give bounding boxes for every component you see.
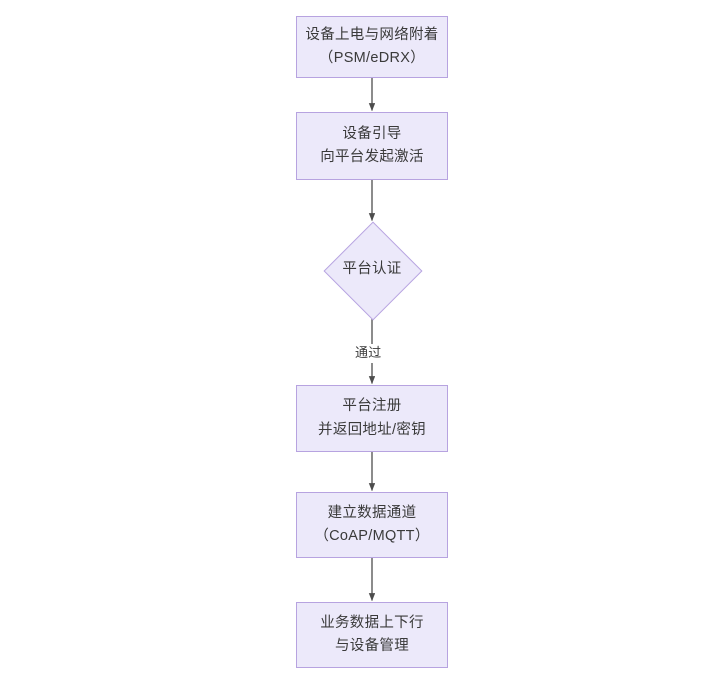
node-line: 建立数据通道 [327,504,417,521]
node-business-data-uplink-downlink[interactable]: 业务数据上下行 与设备管理 [296,602,448,668]
node-line: （PSM/eDRX） [318,50,426,66]
node-line: 设备引导 [342,125,402,142]
node-line: 向平台发起激活 [320,149,424,165]
node-platform-authentication[interactable]: 平台认证 [323,221,423,321]
node-line: （CoAP/MQTT） [314,528,430,544]
node-device-bootstrap[interactable]: 设备引导 向平台发起激活 [296,112,448,180]
node-line: 与设备管理 [335,638,409,654]
node-line: 平台认证 [342,261,402,278]
node-line: 设备上电与网络附着 [305,26,439,43]
node-device-power-on[interactable]: 设备上电与网络附着 （PSM/eDRX） [296,16,448,78]
node-establish-data-channel[interactable]: 建立数据通道 （CoAP/MQTT） [296,492,448,558]
edge-label-pass: 通过 [352,344,385,363]
node-line: 业务数据上下行 [320,614,424,631]
node-line: 平台注册 [342,398,402,415]
node-line: 并返回地址/密钥 [318,421,426,438]
node-platform-registration[interactable]: 平台注册 并返回地址/密钥 [296,385,448,452]
